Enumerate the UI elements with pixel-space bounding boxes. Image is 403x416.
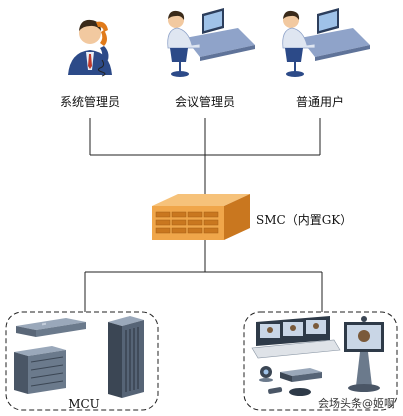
terminal-group-border bbox=[243, 311, 398, 411]
mcu-rack-unit-icon bbox=[16, 318, 86, 337]
remote-control-icon bbox=[268, 387, 283, 394]
connection-lines bbox=[84, 118, 323, 312]
smc-server-label: SMC（内置GK） bbox=[256, 213, 352, 227]
normal-user-icon bbox=[282, 8, 370, 77]
telepresence-screens-icon bbox=[251, 316, 341, 359]
smc-server-icon bbox=[152, 194, 250, 240]
codec-box-icon bbox=[280, 368, 322, 382]
mcu-group: MCU bbox=[5, 311, 159, 411]
desktop-terminal-icon bbox=[259, 366, 273, 382]
conference-admin-icon bbox=[167, 8, 255, 77]
normal-user-label: 普通用户 bbox=[296, 94, 344, 109]
mcu-group-label: MCU bbox=[68, 397, 100, 411]
conference-terminal-icon bbox=[344, 316, 384, 392]
watermark-text: 会场头条@姬啊 bbox=[318, 396, 395, 410]
conference-admin-label: 会议管理员 bbox=[175, 94, 235, 109]
mcu-chassis-icon bbox=[14, 346, 66, 394]
microphone-icon bbox=[289, 388, 311, 396]
mcu-cabinet-icon bbox=[108, 316, 144, 398]
terminal-group: 会场头条@姬啊 bbox=[243, 311, 398, 411]
system-admin-icon bbox=[68, 19, 112, 77]
system-admin-label: 系统管理员 bbox=[60, 94, 120, 109]
mcu-group-border bbox=[5, 311, 159, 411]
